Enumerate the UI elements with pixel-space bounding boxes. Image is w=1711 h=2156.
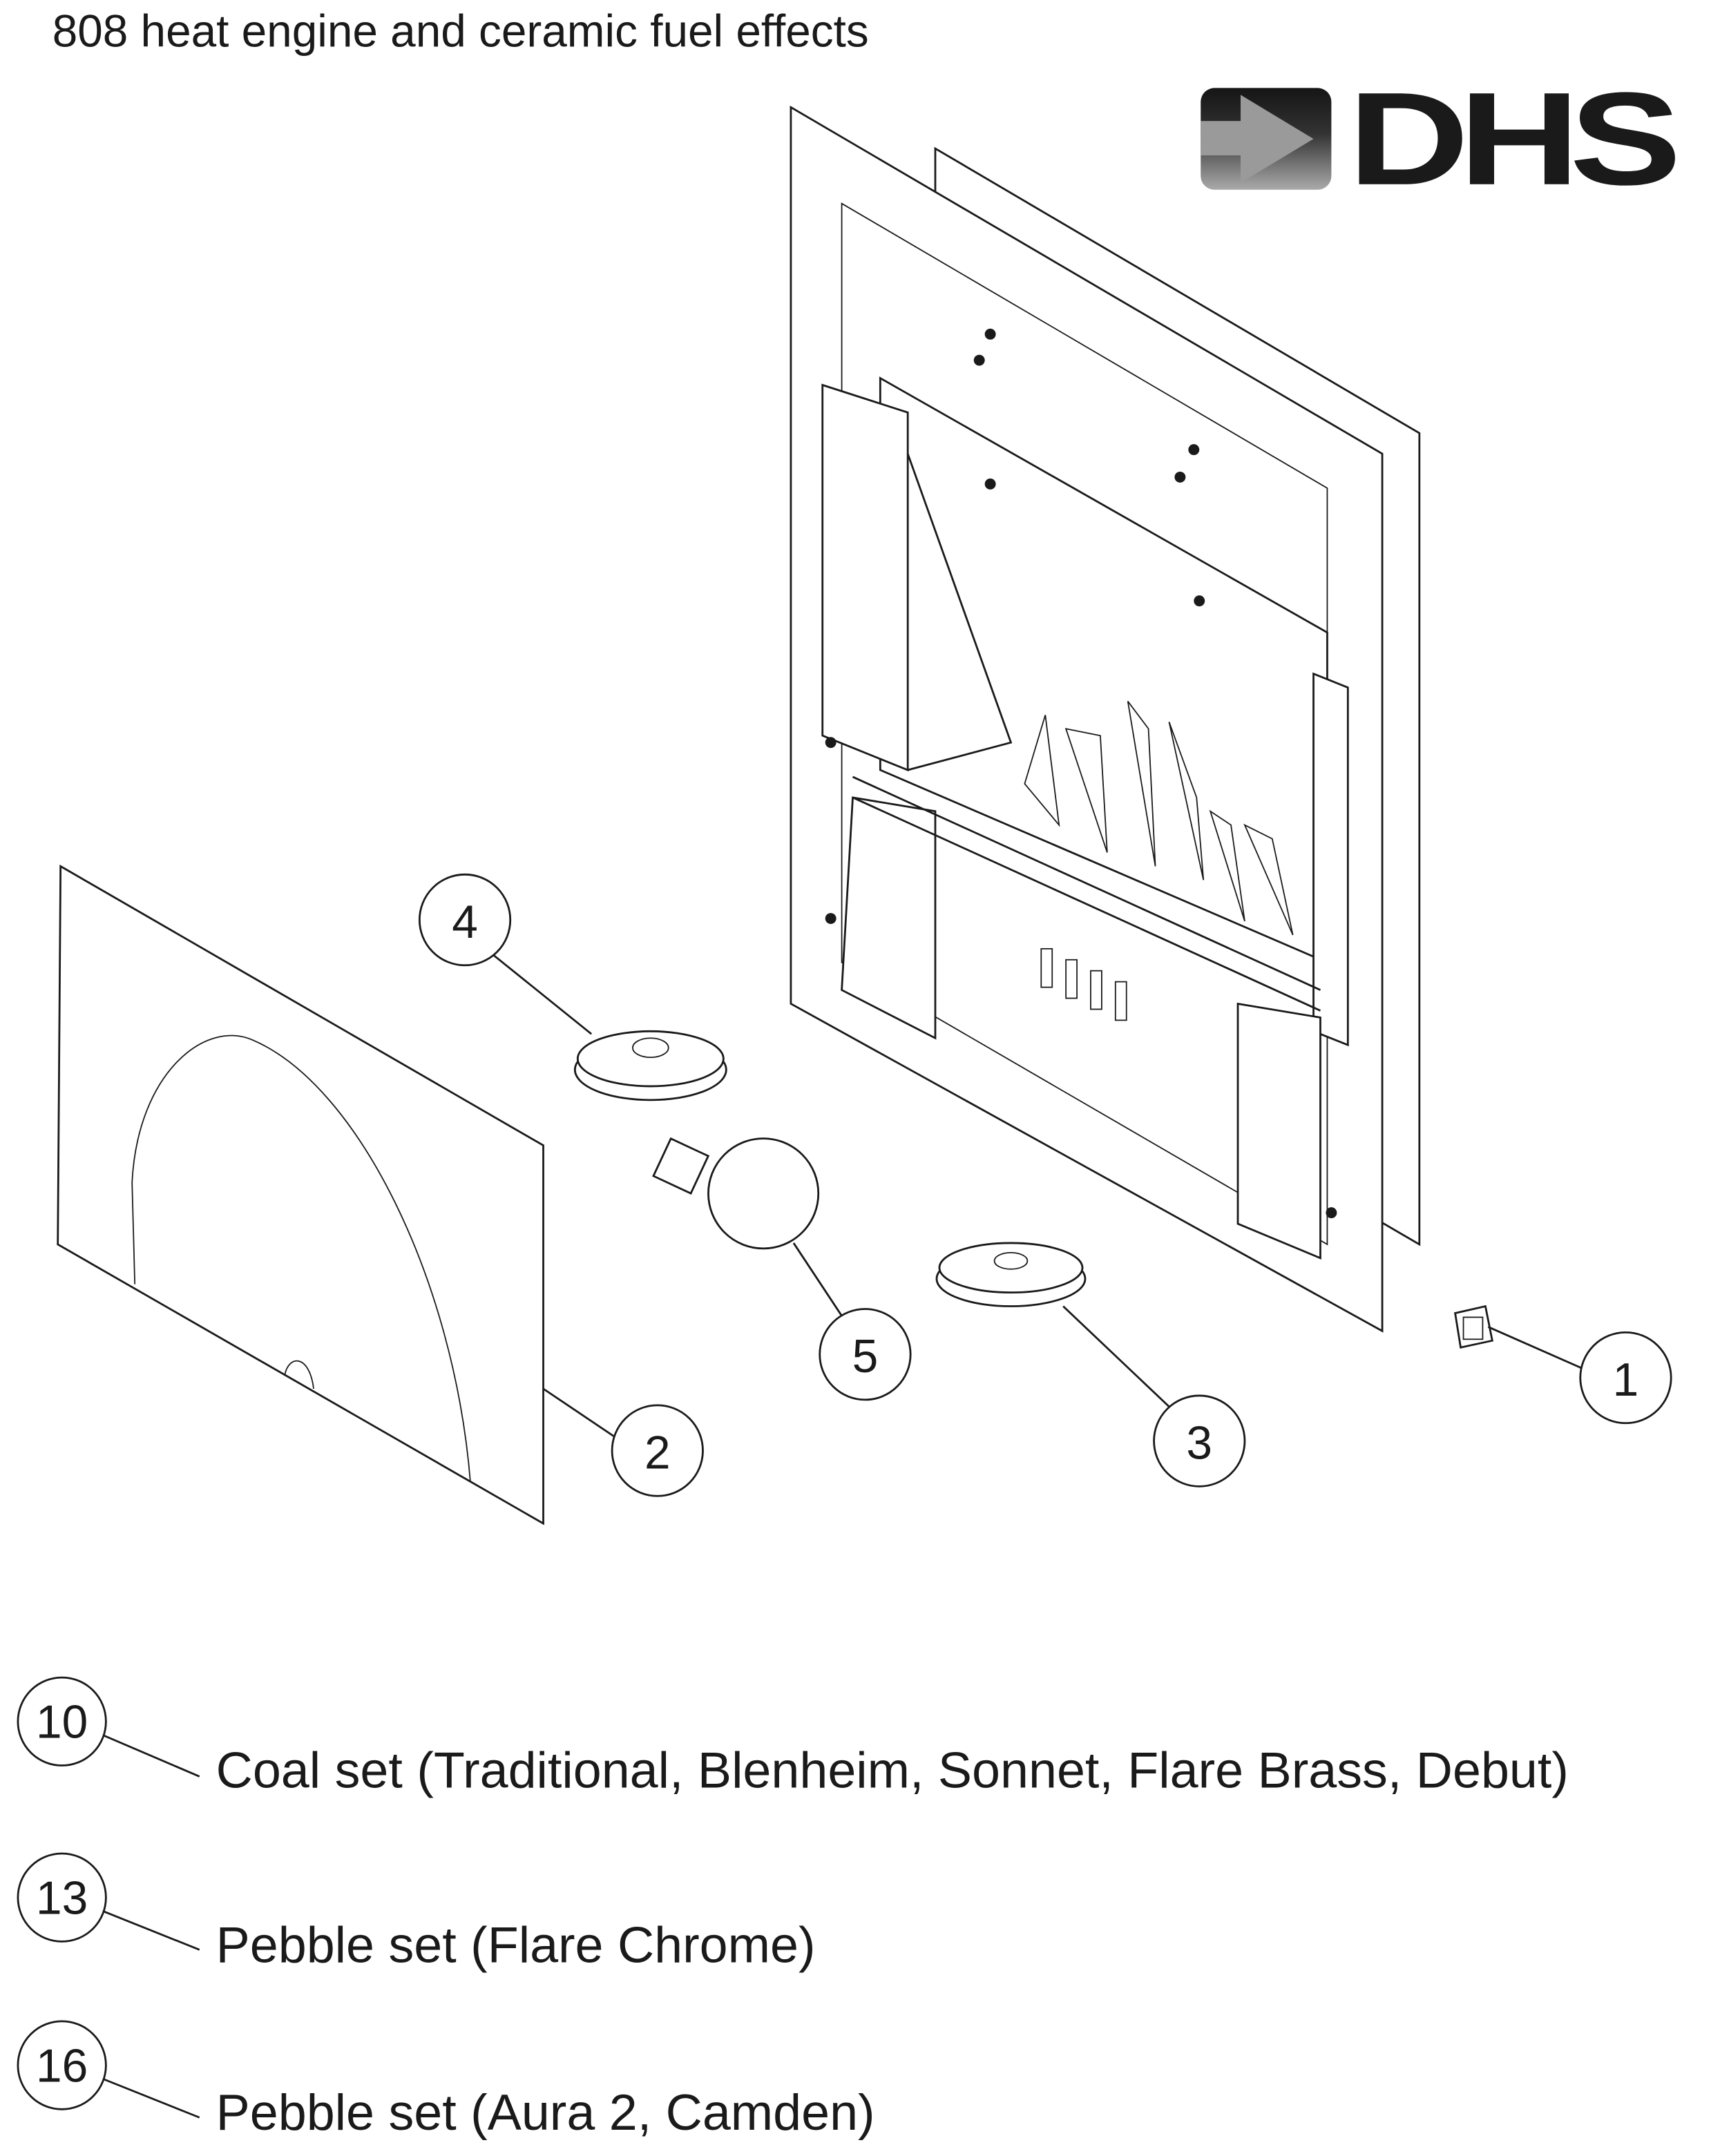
svg-text:16: 16 xyxy=(36,2040,88,2092)
logo-text: DHS xyxy=(1348,65,1676,213)
heat-engine xyxy=(790,105,1421,1333)
part-3-disc xyxy=(935,1242,1170,1407)
svg-text:10: 10 xyxy=(36,1697,88,1749)
part-4-disc xyxy=(491,953,727,1101)
svg-text:13: 13 xyxy=(36,1873,88,1925)
parts-list-item-13: 13 Pebble set (Flare Chrome) xyxy=(17,1852,816,1973)
callout-4: 4 xyxy=(418,873,512,967)
svg-text:Pebble set (Flare Chrome): Pebble set (Flare Chrome) xyxy=(216,1916,816,1973)
svg-text:2: 2 xyxy=(644,1427,671,1479)
callout-5: 5 xyxy=(819,1308,912,1401)
svg-text:Pebble set (Aura 2, Camden): Pebble set (Aura 2, Camden) xyxy=(216,2083,875,2141)
part-2-glass-panel xyxy=(57,864,615,1525)
callout-3: 3 xyxy=(1153,1394,1246,1488)
page-title: 808 heat engine and ceramic fuel effects xyxy=(52,6,869,57)
callout-1: 1 xyxy=(1579,1331,1672,1425)
parts-list-item-16: 16 Pebble set (Aura 2, Camden) xyxy=(17,2020,875,2141)
dhs-logo: DHS xyxy=(1201,65,1684,213)
parts-list-item-10: 10 Coal set (Traditional, Blenheim, Sonn… xyxy=(17,1676,1569,1798)
svg-text:Coal set (Traditional, Blenhei: Coal set (Traditional, Blenheim, Sonnet,… xyxy=(216,1741,1569,1798)
callout-2: 2 xyxy=(611,1404,704,1497)
part-1-bracket xyxy=(1454,1305,1583,1369)
svg-text:3: 3 xyxy=(1186,1418,1212,1470)
svg-text:1: 1 xyxy=(1613,1354,1639,1406)
svg-text:5: 5 xyxy=(852,1331,879,1383)
part-5-bulb xyxy=(652,1137,843,1317)
svg-text:4: 4 xyxy=(452,896,478,948)
